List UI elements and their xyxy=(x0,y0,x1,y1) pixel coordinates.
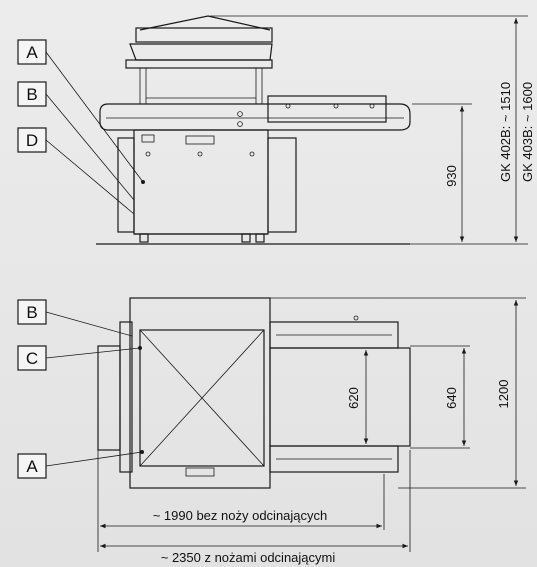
dim-text-2350: ~ 2350 z nożami odcinającymi xyxy=(161,550,336,565)
table-deck xyxy=(99,103,411,131)
plan-rail-bolt xyxy=(353,315,359,321)
plan-left-knife xyxy=(97,345,121,451)
dim-text-620: 620 xyxy=(346,387,361,409)
callouts-plan: B C A xyxy=(17,299,143,479)
cabinet-screw-3 xyxy=(249,151,255,157)
plan-frame xyxy=(129,297,271,489)
plan-control-display xyxy=(185,467,215,477)
deck-knob-1 xyxy=(237,111,243,117)
leader-b-plan xyxy=(45,311,133,337)
callouts-top: A B D xyxy=(17,39,144,215)
lid-base-rim xyxy=(125,59,273,69)
leader-c-plan xyxy=(45,347,141,359)
side-elevation-view xyxy=(96,15,411,245)
plan-chamber-diagonal-2 xyxy=(139,329,265,467)
dimensions-top: 930 GK 402B: ~ 1510 GK 403B: ~ 1600 xyxy=(210,15,535,245)
callout-label-a-top: A xyxy=(26,43,38,62)
leader-a-top xyxy=(45,51,144,183)
dim-text-1990: ~ 1990 bez noży odcinających xyxy=(153,508,328,523)
side-conveyor-arm xyxy=(267,95,387,123)
callout-label-c-plan: C xyxy=(26,349,38,368)
callout-box-a-top xyxy=(17,39,47,65)
callout-label-b-plan: B xyxy=(26,303,37,322)
plan-view xyxy=(97,297,411,489)
callout-label-b-top: B xyxy=(26,85,37,104)
leader-a-plan xyxy=(45,451,143,467)
callout-box-c-plan xyxy=(17,345,47,371)
control-switch xyxy=(141,134,155,143)
cabinet-screw-1 xyxy=(145,151,151,157)
dim-text-930: 930 xyxy=(444,165,459,187)
lid-top-band xyxy=(135,27,273,43)
callout-box-d-top xyxy=(17,127,47,153)
dim-text-1200: 1200 xyxy=(496,380,511,409)
cabinet-body xyxy=(133,129,269,235)
lid-column-right xyxy=(255,67,263,105)
lid-dome-top xyxy=(139,15,271,31)
foot-left xyxy=(139,233,149,243)
callout-label-a-plan: A xyxy=(26,457,38,476)
leader-b-top xyxy=(45,93,135,201)
callout-box-b-top xyxy=(17,81,47,107)
lid-column-left xyxy=(139,67,147,105)
plan-conveyor-belt xyxy=(269,347,411,447)
foot-mid xyxy=(241,233,251,243)
dim-text-640: 640 xyxy=(444,387,459,409)
lid-body xyxy=(129,43,273,61)
control-display xyxy=(185,135,215,145)
dim-text-gk403b: GK 403B: ~ 1600 xyxy=(520,82,535,182)
dimensions-plan: 620 640 1200 ~ 1990 bez noży odcinającyc… xyxy=(97,297,526,565)
callout-box-b-plan xyxy=(17,299,47,325)
foot-right xyxy=(255,233,265,243)
deck-knob-2 xyxy=(237,121,243,127)
plan-chamber xyxy=(139,329,265,467)
dim-text-gk402b: GK 402B: ~ 1510 xyxy=(498,82,513,182)
callout-label-d-top: D xyxy=(26,131,38,150)
right-side-panel xyxy=(267,137,297,233)
leader-d-top xyxy=(45,139,135,215)
plan-left-rail xyxy=(119,321,133,473)
cabinet-screw-2 xyxy=(197,151,203,157)
